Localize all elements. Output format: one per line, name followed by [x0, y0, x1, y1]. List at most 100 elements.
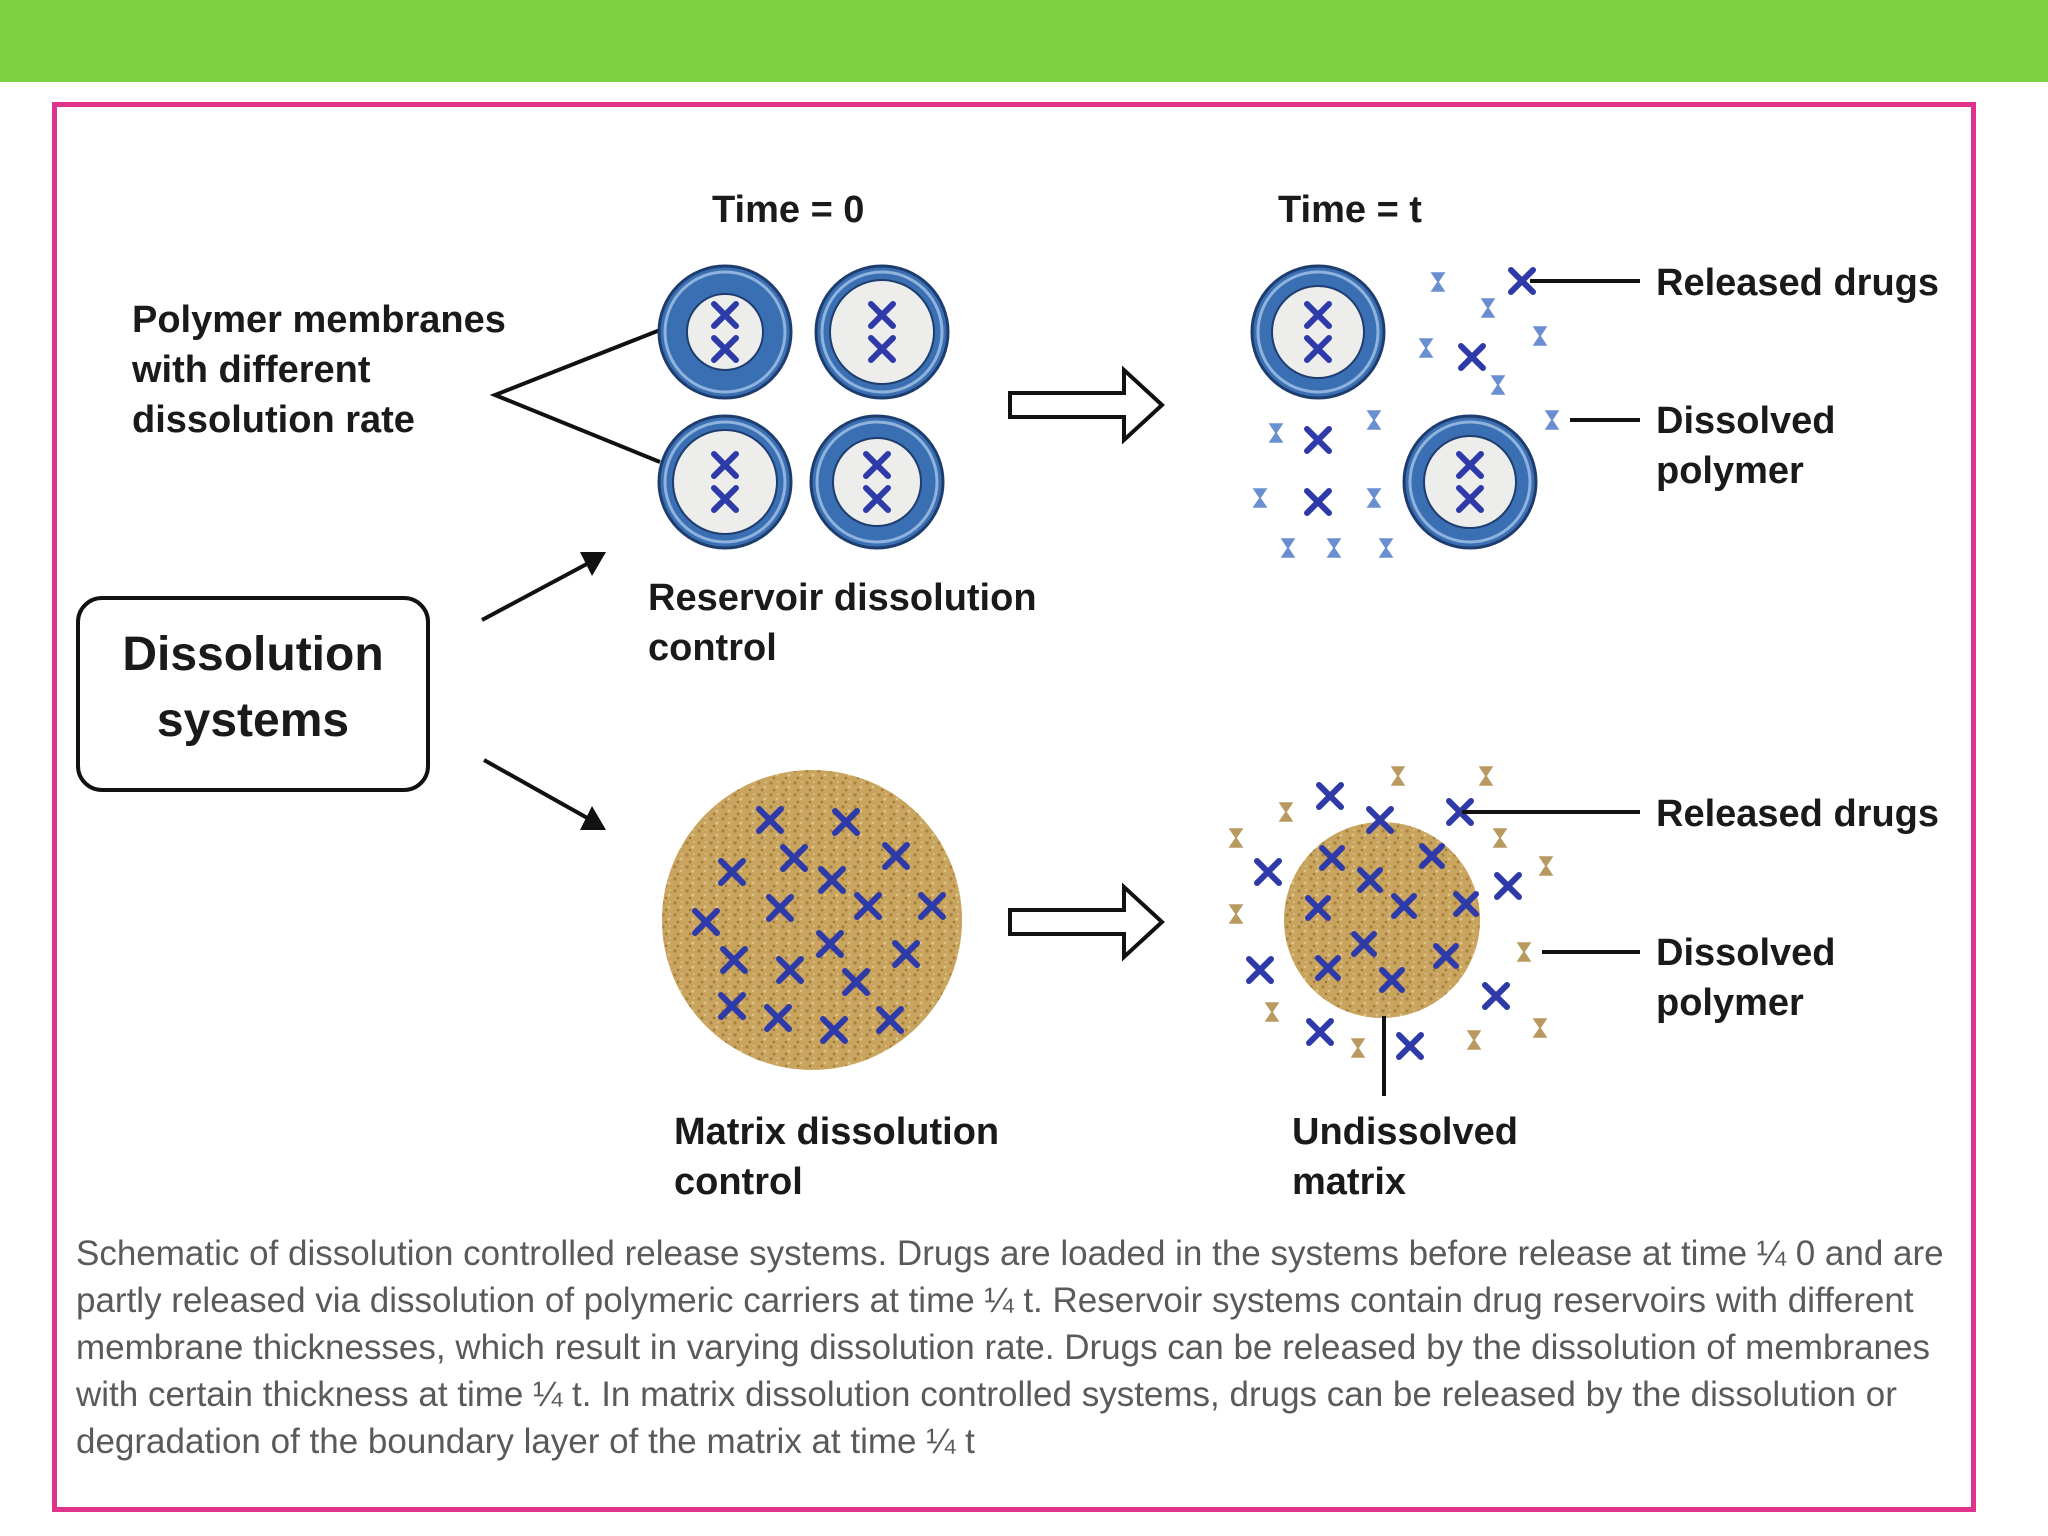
polymer-membranes-line-1: Polymer membranes	[132, 299, 506, 341]
dissolved-polymer-mark	[1228, 904, 1244, 924]
reservoir-capsule	[657, 264, 793, 400]
drug-x-mark	[1351, 931, 1377, 957]
drug-x-mark	[868, 301, 896, 329]
drug-x-mark	[776, 956, 804, 984]
drug-x-mark	[816, 930, 844, 958]
drug-x-mark	[1508, 267, 1536, 295]
figure-frame	[52, 102, 1976, 1512]
drug-x-mark	[1304, 488, 1332, 516]
drug-x-mark	[1494, 872, 1522, 900]
drug-x-mark	[1246, 956, 1274, 984]
drug-x-mark	[863, 451, 891, 479]
dissolved-polymer-mark	[1492, 828, 1508, 848]
drug-x-mark	[1304, 426, 1332, 454]
matrix-control-line-2: control	[674, 1161, 803, 1203]
drug-x-mark	[1304, 335, 1332, 363]
reservoir-dissolved-polymer	[1252, 272, 1560, 558]
drug-x-mark	[1458, 343, 1486, 371]
reservoir-control-line-2: control	[648, 627, 777, 669]
drug-x-mark	[842, 968, 870, 996]
figure-caption: Schematic of dissolution controlled rele…	[76, 1234, 1944, 1461]
reservoir-released-drugs	[1304, 267, 1536, 516]
time-zero-label: Time = 0	[712, 189, 864, 231]
drug-x-mark	[863, 485, 891, 513]
drug-x-mark	[718, 858, 746, 886]
drug-x-mark	[1391, 893, 1417, 919]
dissolved-polymer-top-line-1: Dissolved	[1656, 400, 1836, 442]
dissolved-polymer-mark	[1490, 375, 1506, 395]
dissolved-polymer-mark	[1366, 488, 1382, 508]
drug-x-mark	[1306, 1018, 1334, 1046]
dissolved-polymer-mark	[1532, 326, 1548, 346]
drug-x-mark	[756, 806, 784, 834]
dissolved-polymer-mark	[1480, 298, 1496, 318]
reservoir-capsule	[809, 414, 945, 550]
dissolved-polymer-mark	[1430, 272, 1446, 292]
dissolved-polymer-mark	[1280, 538, 1296, 558]
dissolved-polymer-mark	[1466, 1030, 1482, 1050]
drug-x-mark	[868, 335, 896, 363]
dissolved-polymer-mark	[1278, 802, 1294, 822]
polymer-membranes-line-2: with different	[131, 349, 371, 391]
dissolved-polymer-mark	[1532, 1018, 1548, 1038]
matrix-dissolved-polymer	[1228, 766, 1554, 1058]
drug-x-mark	[711, 451, 739, 479]
dissolved-polymer-bottom-line-1: Dissolved	[1656, 932, 1836, 974]
drug-x-mark	[1305, 895, 1331, 921]
dissolved-polymer-mark	[1268, 423, 1284, 443]
drug-x-mark	[1482, 982, 1510, 1010]
drug-x-mark	[1433, 943, 1459, 969]
drug-x-mark	[818, 866, 846, 894]
dissolved-polymer-bottom-line-2: polymer	[1656, 982, 1804, 1024]
drug-x-mark	[1315, 955, 1341, 981]
drug-x-mark	[1319, 845, 1345, 871]
drug-x-mark	[1453, 891, 1479, 917]
drug-x-mark	[718, 992, 746, 1020]
process-arrow-top	[1008, 365, 1165, 445]
dissolved-polymer-mark	[1366, 410, 1382, 430]
dissolution-systems-line-1: Dissolution	[122, 628, 383, 681]
drug-x-mark	[780, 844, 808, 872]
drug-x-mark	[1419, 843, 1445, 869]
dissolution-systems-line-2: systems	[157, 694, 349, 747]
top-banner	[0, 0, 2048, 82]
reservoir-capsule	[1402, 414, 1538, 550]
drug-x-mark	[892, 940, 920, 968]
released-drugs-top-label: Released drugs	[1656, 262, 1939, 304]
matrix-control-line-1: Matrix dissolution	[674, 1111, 999, 1153]
drug-x-mark	[1446, 798, 1474, 826]
branch-arrow-up	[481, 552, 606, 622]
dissolved-polymer-mark	[1264, 1002, 1280, 1022]
drug-x-mark	[854, 892, 882, 920]
drug-x-mark	[1396, 1032, 1424, 1060]
dissolved-polymer-mark	[1228, 828, 1244, 848]
undissolved-matrix-line-1: Undissolved	[1292, 1111, 1518, 1153]
reservoir-capsule	[1250, 264, 1386, 400]
dissolved-polymer-mark	[1478, 766, 1494, 786]
undissolved-matrix-line-2: matrix	[1292, 1161, 1406, 1203]
drug-x-mark	[1379, 967, 1405, 993]
dissolved-polymer-mark	[1390, 766, 1406, 786]
reservoir-capsules-time-t	[1250, 264, 1538, 550]
matrix-drugs-time-t	[1305, 843, 1479, 993]
drug-x-mark	[882, 842, 910, 870]
drug-x-mark	[876, 1006, 904, 1034]
dissolved-polymer-top-line-2: polymer	[1656, 450, 1804, 492]
process-arrow-bottom	[1008, 882, 1165, 962]
drug-x-mark	[1316, 782, 1344, 810]
time-t-label: Time = t	[1278, 189, 1422, 231]
branch-arrow-down	[483, 758, 606, 830]
released-drugs-bottom-label: Released drugs	[1656, 793, 1939, 835]
drug-x-mark	[918, 892, 946, 920]
drug-x-mark	[711, 335, 739, 363]
drug-x-mark	[1366, 806, 1394, 834]
dissolved-polymer-mark	[1326, 538, 1342, 558]
polymer-membranes-line-3: dissolution rate	[132, 399, 415, 441]
dissolved-polymer-mark	[1516, 942, 1532, 962]
dissolved-polymer-mark	[1544, 410, 1560, 430]
drug-x-mark	[1357, 867, 1383, 893]
reservoir-capsules-time-zero	[657, 264, 950, 550]
drug-x-mark	[1304, 301, 1332, 329]
drug-x-mark	[764, 1004, 792, 1032]
